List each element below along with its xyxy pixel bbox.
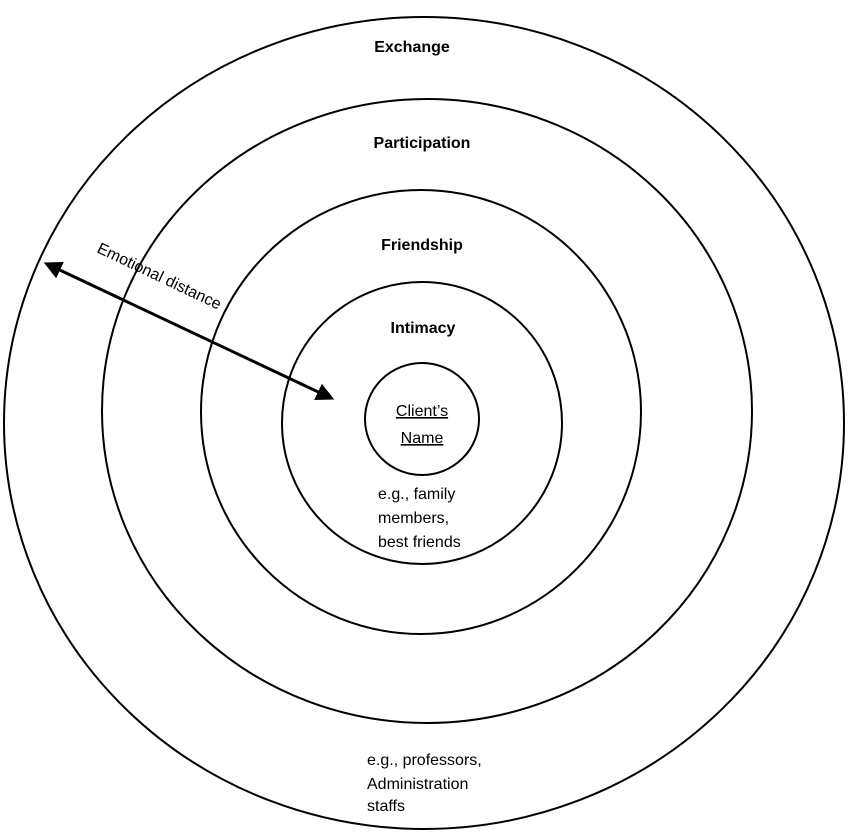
- ring-client: [364, 362, 480, 476]
- center-name-line1: Client’s: [396, 403, 448, 420]
- inner-examples-line2: members,: [378, 510, 449, 527]
- inner-examples-line3: best friends: [378, 534, 461, 551]
- label-participation: Participation: [374, 135, 471, 152]
- emotional-distance-arrow: [43, 262, 335, 400]
- center-name-line2: Name: [401, 430, 444, 447]
- outer-examples-line3: staffs: [367, 798, 405, 815]
- ring-friendship: [200, 189, 642, 635]
- label-exchange: Exchange: [374, 39, 450, 56]
- label-friendship: Friendship: [381, 237, 463, 254]
- ring-intimacy: [281, 281, 563, 565]
- outer-examples-line2: Administration: [367, 776, 468, 793]
- emotional-distance-label: Emotional distance: [94, 240, 224, 313]
- label-intimacy: Intimacy: [391, 320, 456, 337]
- inner-examples-line1: e.g., family: [378, 486, 455, 503]
- outer-examples-line1: e.g., professors,: [367, 752, 482, 769]
- ring-exchange: [3, 16, 845, 830]
- ring-participation: [101, 98, 753, 724]
